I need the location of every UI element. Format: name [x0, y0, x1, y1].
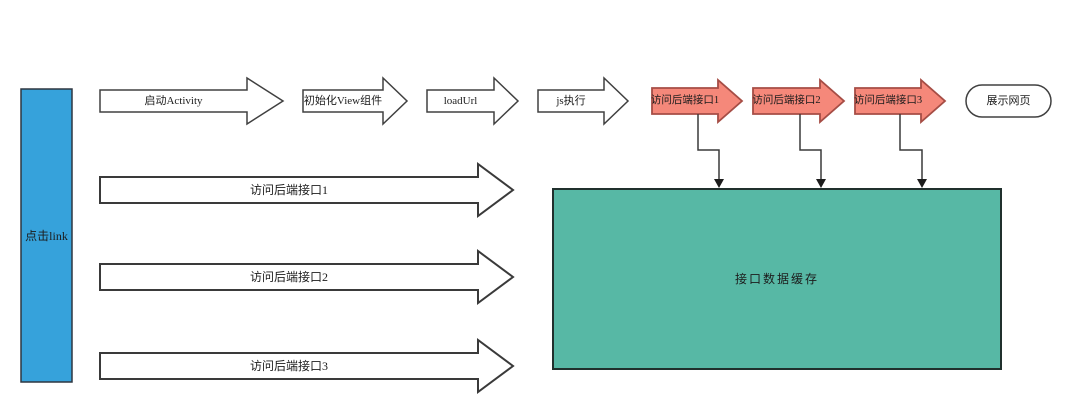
- connector-api3-arrowhead: [917, 179, 927, 188]
- arrow-launch-activity: [99, 76, 285, 126]
- click-link-node: [20, 88, 73, 383]
- connector-api2-arrowhead: [816, 179, 826, 188]
- arrow-init-view: [302, 76, 409, 126]
- connector-api1-arrowhead: [714, 179, 724, 188]
- arrow-api3-red: [854, 78, 947, 124]
- arrow-api2-red: [752, 78, 846, 124]
- cache-box-node: [552, 188, 1002, 370]
- connector-api1: [697, 114, 720, 181]
- show-page-node: [965, 84, 1052, 118]
- connector-api2: [799, 114, 822, 181]
- big-arrow-api2: [99, 249, 515, 305]
- big-arrow-api3: [99, 338, 515, 394]
- arrow-api1-red: [651, 78, 744, 124]
- big-arrow-api1: [99, 162, 515, 218]
- arrow-js-exec: [537, 76, 630, 126]
- connector-api3: [899, 114, 923, 181]
- arrow-loadurl: [426, 76, 520, 126]
